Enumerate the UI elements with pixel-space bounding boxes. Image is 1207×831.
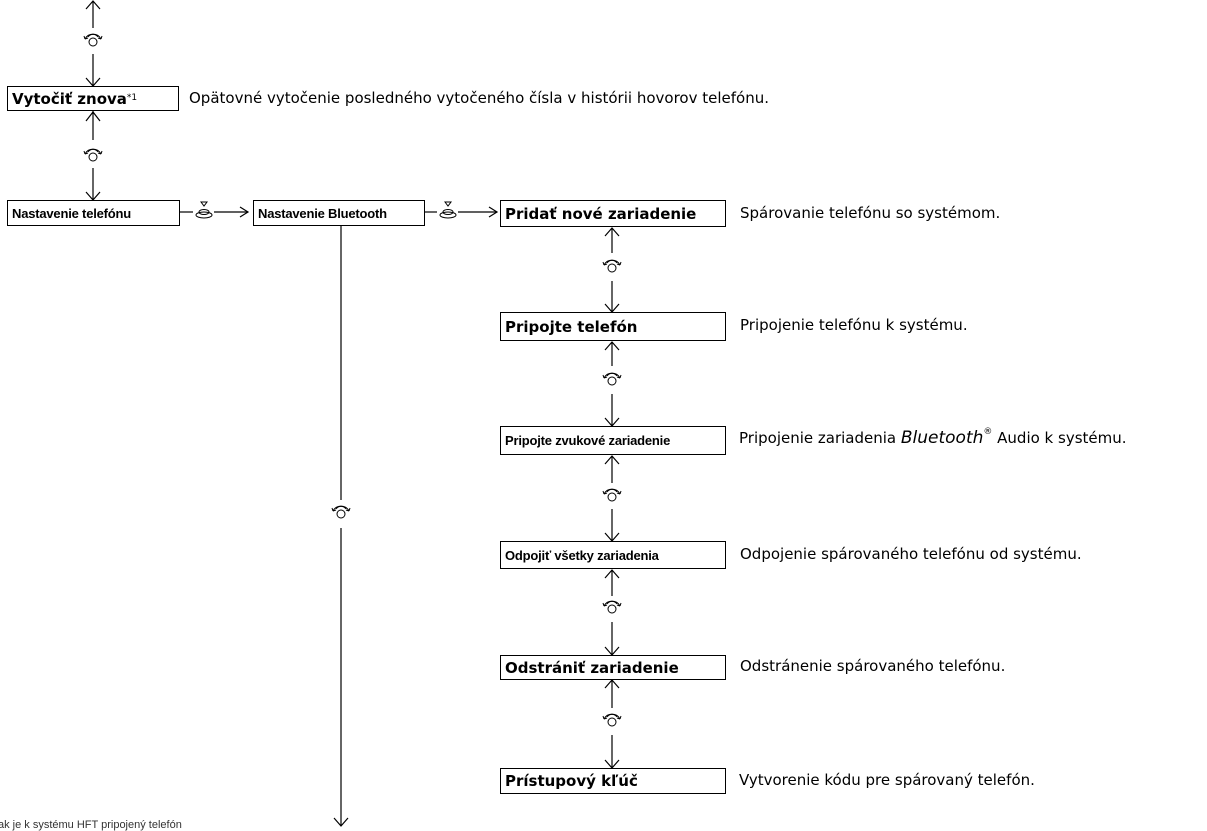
passkey-menu-item[interactable]: Prístupový kľúč bbox=[500, 768, 726, 794]
remove-device-description: Odstránenie spárovaného telefónu. bbox=[740, 657, 1006, 675]
footnote-text: ak je k systému HFT pripojený telefón bbox=[0, 819, 182, 831]
redial-menu-item[interactable]: Vytočiť znova*1 bbox=[7, 86, 179, 111]
description-text-end: Audio k systému. bbox=[992, 429, 1127, 447]
passkey-description: Vytvorenie kódu pre spárovaný telefón. bbox=[739, 771, 1035, 789]
disconnect-all-devices-description: Odpojenie spárovaného telefónu od systém… bbox=[740, 545, 1082, 563]
redial-description: Opätovné vytočenie posledného vytočeného… bbox=[189, 89, 769, 107]
remove-device-menu-item[interactable]: Odstrániť zariadenie bbox=[500, 655, 726, 680]
add-new-device-menu-item[interactable]: Pridať nové zariadenie bbox=[500, 200, 726, 227]
description-text: Pripojenie zariadenia bbox=[739, 429, 901, 447]
bluetooth-brand: Bluetooth bbox=[900, 428, 984, 448]
redial-label: Vytočiť znova bbox=[12, 89, 127, 108]
add-new-device-description: Spárovanie telefónu so systémom. bbox=[740, 204, 1001, 222]
phone-settings-menu-item[interactable]: Nastavenie telefónu bbox=[7, 200, 180, 226]
connect-audio-device-description: Pripojenie zariadenia Bluetooth® Audio k… bbox=[739, 427, 1127, 448]
connect-phone-menu-item[interactable]: Pripojte telefón bbox=[500, 312, 726, 341]
bluetooth-settings-menu-item[interactable]: Nastavenie Bluetooth bbox=[253, 200, 425, 226]
connect-audio-device-menu-item[interactable]: Pripojte zvukové zariadenie bbox=[500, 426, 726, 455]
disconnect-all-devices-menu-item[interactable]: Odpojiť všetky zariadenia bbox=[500, 541, 726, 569]
connect-phone-description: Pripojenie telefónu k systému. bbox=[740, 316, 968, 334]
footnote-mark: *1 bbox=[126, 92, 138, 103]
registered-mark: ® bbox=[983, 427, 993, 437]
